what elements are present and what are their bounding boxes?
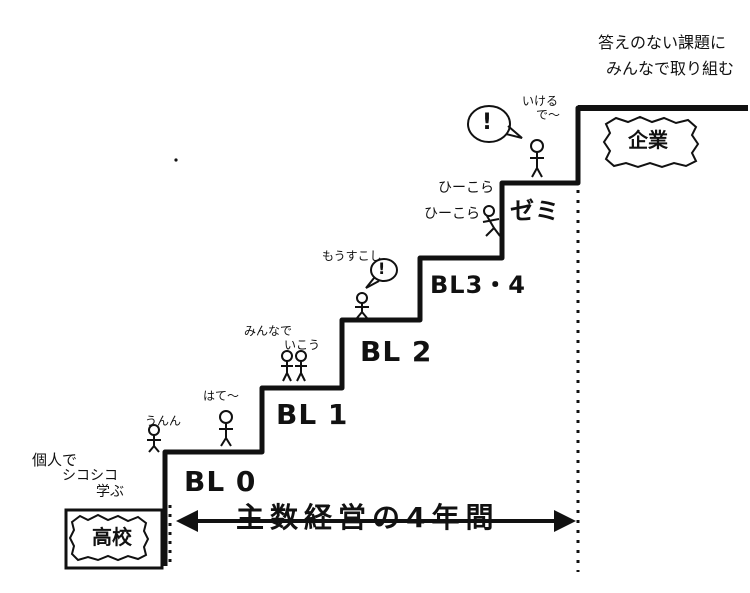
voice-hiikou-line2: ひーこら	[424, 206, 480, 222]
large-speech-bubble	[467, 105, 511, 143]
label-bl34: BL3・4	[430, 271, 526, 299]
small-bubble-mark: !	[378, 259, 386, 278]
period-arrow-right-head	[554, 510, 576, 532]
voice-minna-line1: みんなで	[244, 324, 293, 338]
figure-wondering	[219, 410, 233, 447]
voice-minna-line2: いこう	[284, 338, 321, 352]
voice-ikeru-line1: いける	[522, 94, 559, 108]
label-bl2: BL 2	[360, 335, 433, 368]
voice-hate: はて〜	[203, 389, 240, 403]
staircase-line	[162, 105, 748, 566]
label-bl1: BL 1	[276, 398, 349, 431]
figure-confident	[530, 139, 544, 178]
goal-caption-line2: みんなで取り組む	[606, 59, 735, 78]
voice-unnn: うんん	[145, 414, 182, 428]
figure-almost	[355, 292, 369, 319]
stray-dot	[174, 158, 178, 162]
start-box-border	[64, 508, 164, 570]
voice-kojin-line2: シコシコ	[62, 468, 118, 484]
period-label: 主数経営の4年間	[236, 501, 500, 534]
small-speech-bubble	[370, 258, 398, 282]
voice-kojin-line3: 学ぶ	[96, 484, 124, 500]
figure-pair-right	[295, 350, 307, 382]
large-bubble-mark: !	[482, 110, 493, 135]
small-bubble-tail	[365, 277, 380, 289]
goal-burst	[602, 115, 700, 169]
voice-hiikou-line1: ひーこら	[438, 180, 494, 196]
period-arrow-left-head	[176, 510, 198, 532]
figure-struggling	[482, 205, 501, 237]
label-bl0: BL 0	[184, 465, 257, 498]
start-box-label: 高校	[92, 525, 132, 549]
large-bubble-tail	[505, 125, 523, 139]
voice-kojin-line1: 個人で	[32, 451, 78, 469]
voice-ikeru-line2: で〜	[536, 108, 561, 122]
voice-mousukoshi: もうすこし	[322, 249, 382, 263]
goal-box-label: 企業	[628, 128, 668, 152]
label-zemi: ゼミ	[510, 197, 560, 225]
goal-caption-line1: 答えのない課題に	[598, 33, 727, 52]
figure-solo-student	[147, 424, 161, 453]
start-burst	[68, 513, 150, 562]
figure-pair-left	[281, 350, 293, 382]
